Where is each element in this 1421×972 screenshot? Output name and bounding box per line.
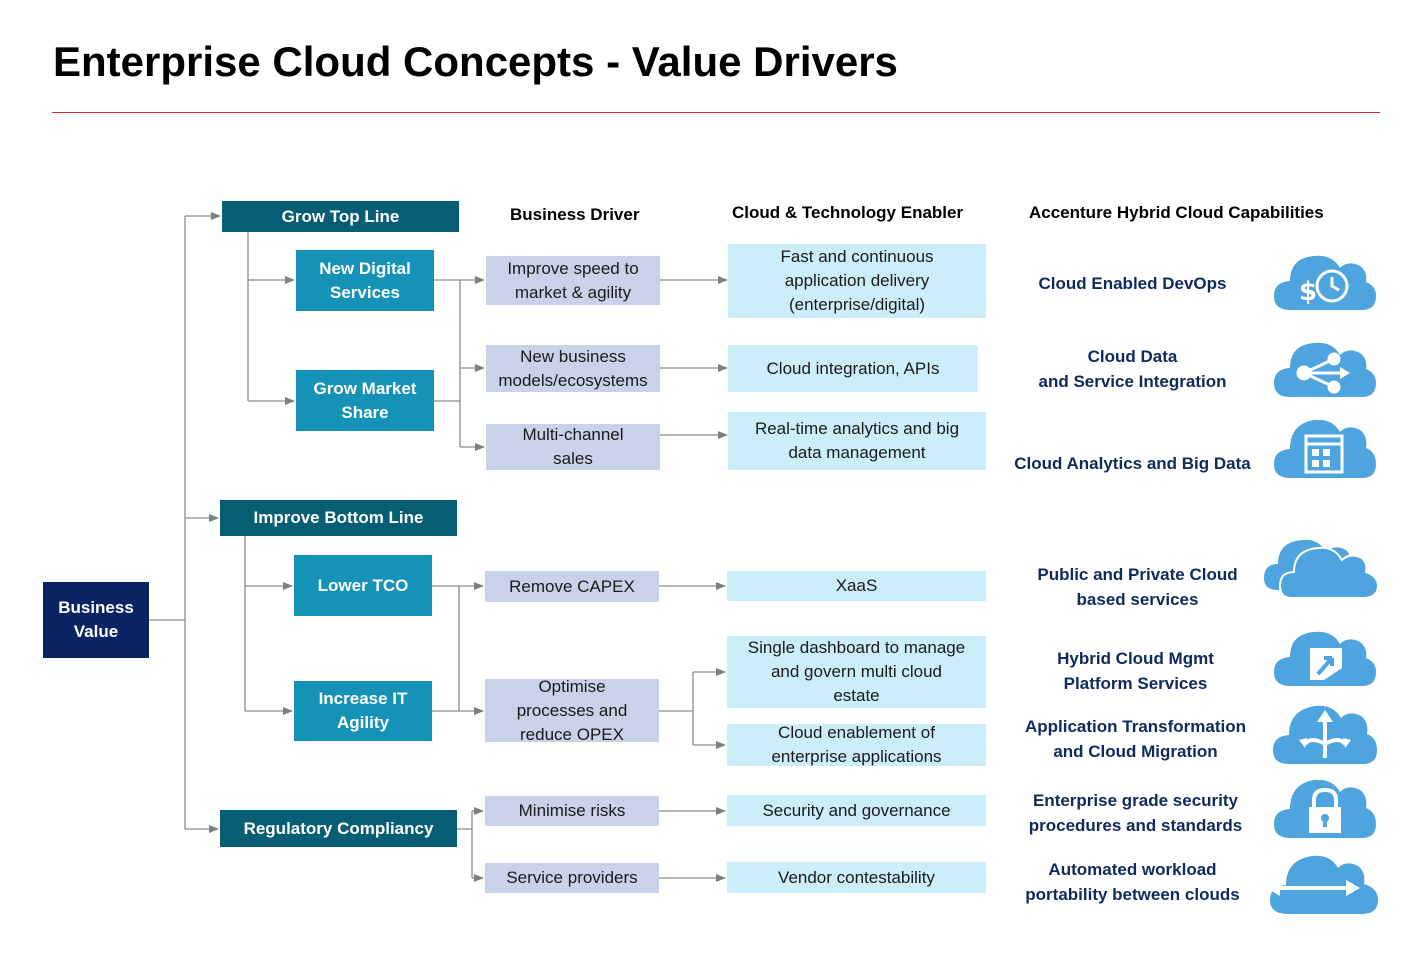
driver-multi-channel-sales: Multi-channel sales [486,424,660,470]
enabler-analytics: Real-time analytics and big data managem… [728,412,986,470]
capability-data-integration: Cloud Data and Service Integration [1038,347,1227,391]
driver-optimise-processes: Optimise processes and reduce OPEX [485,677,659,744]
capability-public-private-cloud: Public and Private Cloud based services [1037,565,1238,609]
enabler-security-governance: Security and governance [727,795,986,826]
cloud-lock-icon [1274,779,1376,838]
capability-security-standards: Enterprise grade security procedures and… [1028,791,1243,835]
regulatory-compliancy-box: Regulatory Compliancy [220,810,457,847]
driver-improve-speed: Improve speed to market & agility [486,256,660,305]
increase-it-agility-box: Increase IT Agility [294,681,432,741]
capability-hybrid-mgmt: Hybrid Cloud Mgmt Platform Services [1057,649,1214,693]
svg-text:$: $ [1299,277,1317,307]
capability-workload-portability: Automated workload portability between c… [1025,860,1240,904]
business-value-box: Business Value [43,582,149,658]
improve-bottom-line-box: Improve Bottom Line [220,500,457,536]
page-title: Enterprise Cloud Concepts - Value Driver… [53,38,898,85]
grow-top-line-box: Grow Top Line [222,201,459,232]
cloud-double-arrow-icon [1266,855,1378,914]
cloud-calendar-icon [1274,419,1376,478]
header-capabilities: Accenture Hybrid Cloud Capabilities [1029,203,1324,222]
lower-tco-box: Lower TCO [294,555,432,616]
header-business-driver: Business Driver [510,205,640,224]
cloud-share-icon [1274,342,1376,397]
driver-remove-capex: Remove CAPEX [485,571,659,602]
capability-analytics: Cloud Analytics and Big Data [1014,453,1251,473]
cloud-launch-icon [1274,631,1376,686]
driver-new-business-models: New business models/ecosystems [486,345,660,392]
enabler-cloud-enablement: Cloud enablement of enterprise applicati… [727,723,986,766]
enabler-vendor-contestability: Vendor contestability [727,862,986,893]
header-enabler: Cloud & Technology Enabler [732,203,964,222]
cloud-arrows-icon [1273,705,1377,764]
driver-service-providers: Service providers [485,863,659,893]
new-digital-services-box: New Digital Services [296,250,434,311]
grow-market-share-box: Grow Market Share [296,370,434,431]
driver-minimise-risks: Minimise risks [485,796,659,826]
enabler-fast-delivery: Fast and continuous application delivery… [728,244,986,318]
double-cloud-icon [1264,539,1380,599]
capability-devops: Cloud Enabled DevOps [1038,273,1227,293]
title-divider [52,112,1380,113]
capability-app-transformation: Application Transformation and Cloud Mig… [1024,717,1247,761]
enabler-cloud-integration: Cloud integration, APIs [728,345,978,392]
enabler-xaas: XaaS [727,571,986,601]
cloud-dollar-clock-icon: $ [1274,255,1376,310]
enabler-single-dashboard: Single dashboard to manage and govern mu… [727,636,986,708]
